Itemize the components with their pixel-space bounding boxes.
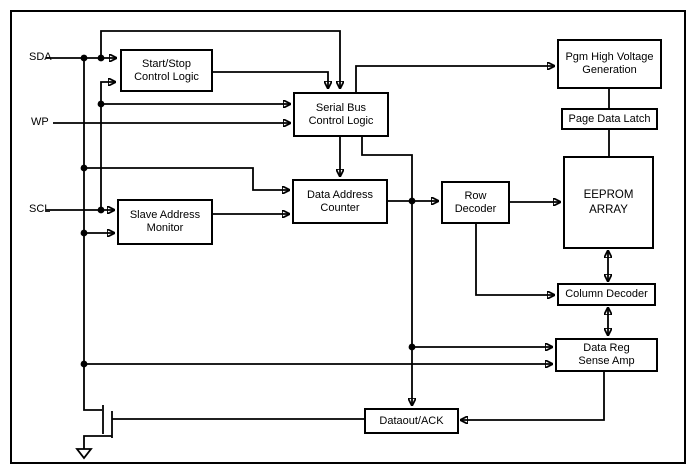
junction-dot [80, 164, 88, 172]
block-slave-address-monitor: Slave Address Monitor [117, 199, 213, 245]
block-label: Dataout/ACK [379, 414, 444, 427]
wire-data-reg-to-dataout-ack [461, 372, 605, 420]
ground-icon [75, 448, 93, 460]
junction-dot [408, 343, 416, 351]
block-start-stop-control-logic: Start/Stop Control Logic [120, 49, 213, 92]
junction-dot [97, 100, 105, 108]
block-label: Control Logic [134, 70, 199, 83]
block-data-address-counter: Data Address Counter [292, 179, 388, 224]
wire-row-decoder-to-column-decoder [475, 224, 554, 295]
block-label: Counter [320, 201, 360, 214]
block-label: ARRAY [589, 203, 628, 216]
junction-dot [80, 54, 88, 62]
block-label: Column Decoder [565, 288, 648, 300]
block-label: Data Address [306, 188, 374, 201]
signal-label-sda: SDA [29, 51, 52, 63]
block-label: Page Data Latch [568, 112, 651, 125]
junction-dots [80, 54, 416, 368]
junction-dot [97, 54, 105, 62]
block-label: Control Logic [308, 114, 374, 127]
junction-dot [408, 197, 416, 205]
nmos-transistor-icon [83, 405, 113, 449]
block-pgm-high-voltage-generation: Pgm High Voltage Generation [557, 39, 662, 89]
junction-dot [97, 206, 105, 214]
wire-scl-rail-to-start-stop [100, 82, 115, 210]
block-serial-bus-control-logic: Serial Bus Control Logic [293, 92, 389, 137]
junction-dot [80, 229, 88, 237]
block-label: Pgm High Voltage [565, 51, 654, 63]
block-column-decoder: Column Decoder [557, 283, 656, 306]
block-label: Serial Bus [315, 101, 367, 114]
block-label: Generation [582, 64, 637, 76]
wire-serial-bus-to-pgm-high-voltage [355, 66, 554, 92]
block-dataout-ack: Dataout/ACK [364, 408, 459, 434]
wire-sda-to-data-address-counter [84, 167, 289, 190]
block-data-reg-sense-amp: Data Reg Sense Amp [555, 338, 658, 372]
block-eeprom-array: EEPROM ARRAY [563, 156, 654, 249]
block-label: Decoder [454, 202, 497, 215]
block-label: Monitor [146, 222, 184, 234]
diagram-border [10, 10, 686, 464]
wire-sda-rail [83, 58, 102, 411]
wire-sda-to-serial-bus-top [100, 30, 340, 88]
block-row-decoder: Row Decoder [441, 181, 510, 224]
signal-label-scl: SCL [29, 203, 51, 215]
block-label: Start/Stop [142, 57, 191, 70]
block-label: EEPROM [583, 188, 634, 201]
wire-start-stop-to-serial-bus [213, 71, 328, 88]
signal-label-wp: WP [31, 116, 49, 128]
block-label: Sense Amp [578, 355, 635, 367]
block-label: Slave Address [129, 209, 201, 221]
block-page-data-latch: Page Data Latch [561, 108, 658, 130]
wire-serial-bus-to-dataout-ack [361, 137, 412, 405]
junction-dot [80, 360, 88, 368]
block-label: Data Reg [583, 342, 630, 354]
block-label: Row [464, 189, 487, 202]
